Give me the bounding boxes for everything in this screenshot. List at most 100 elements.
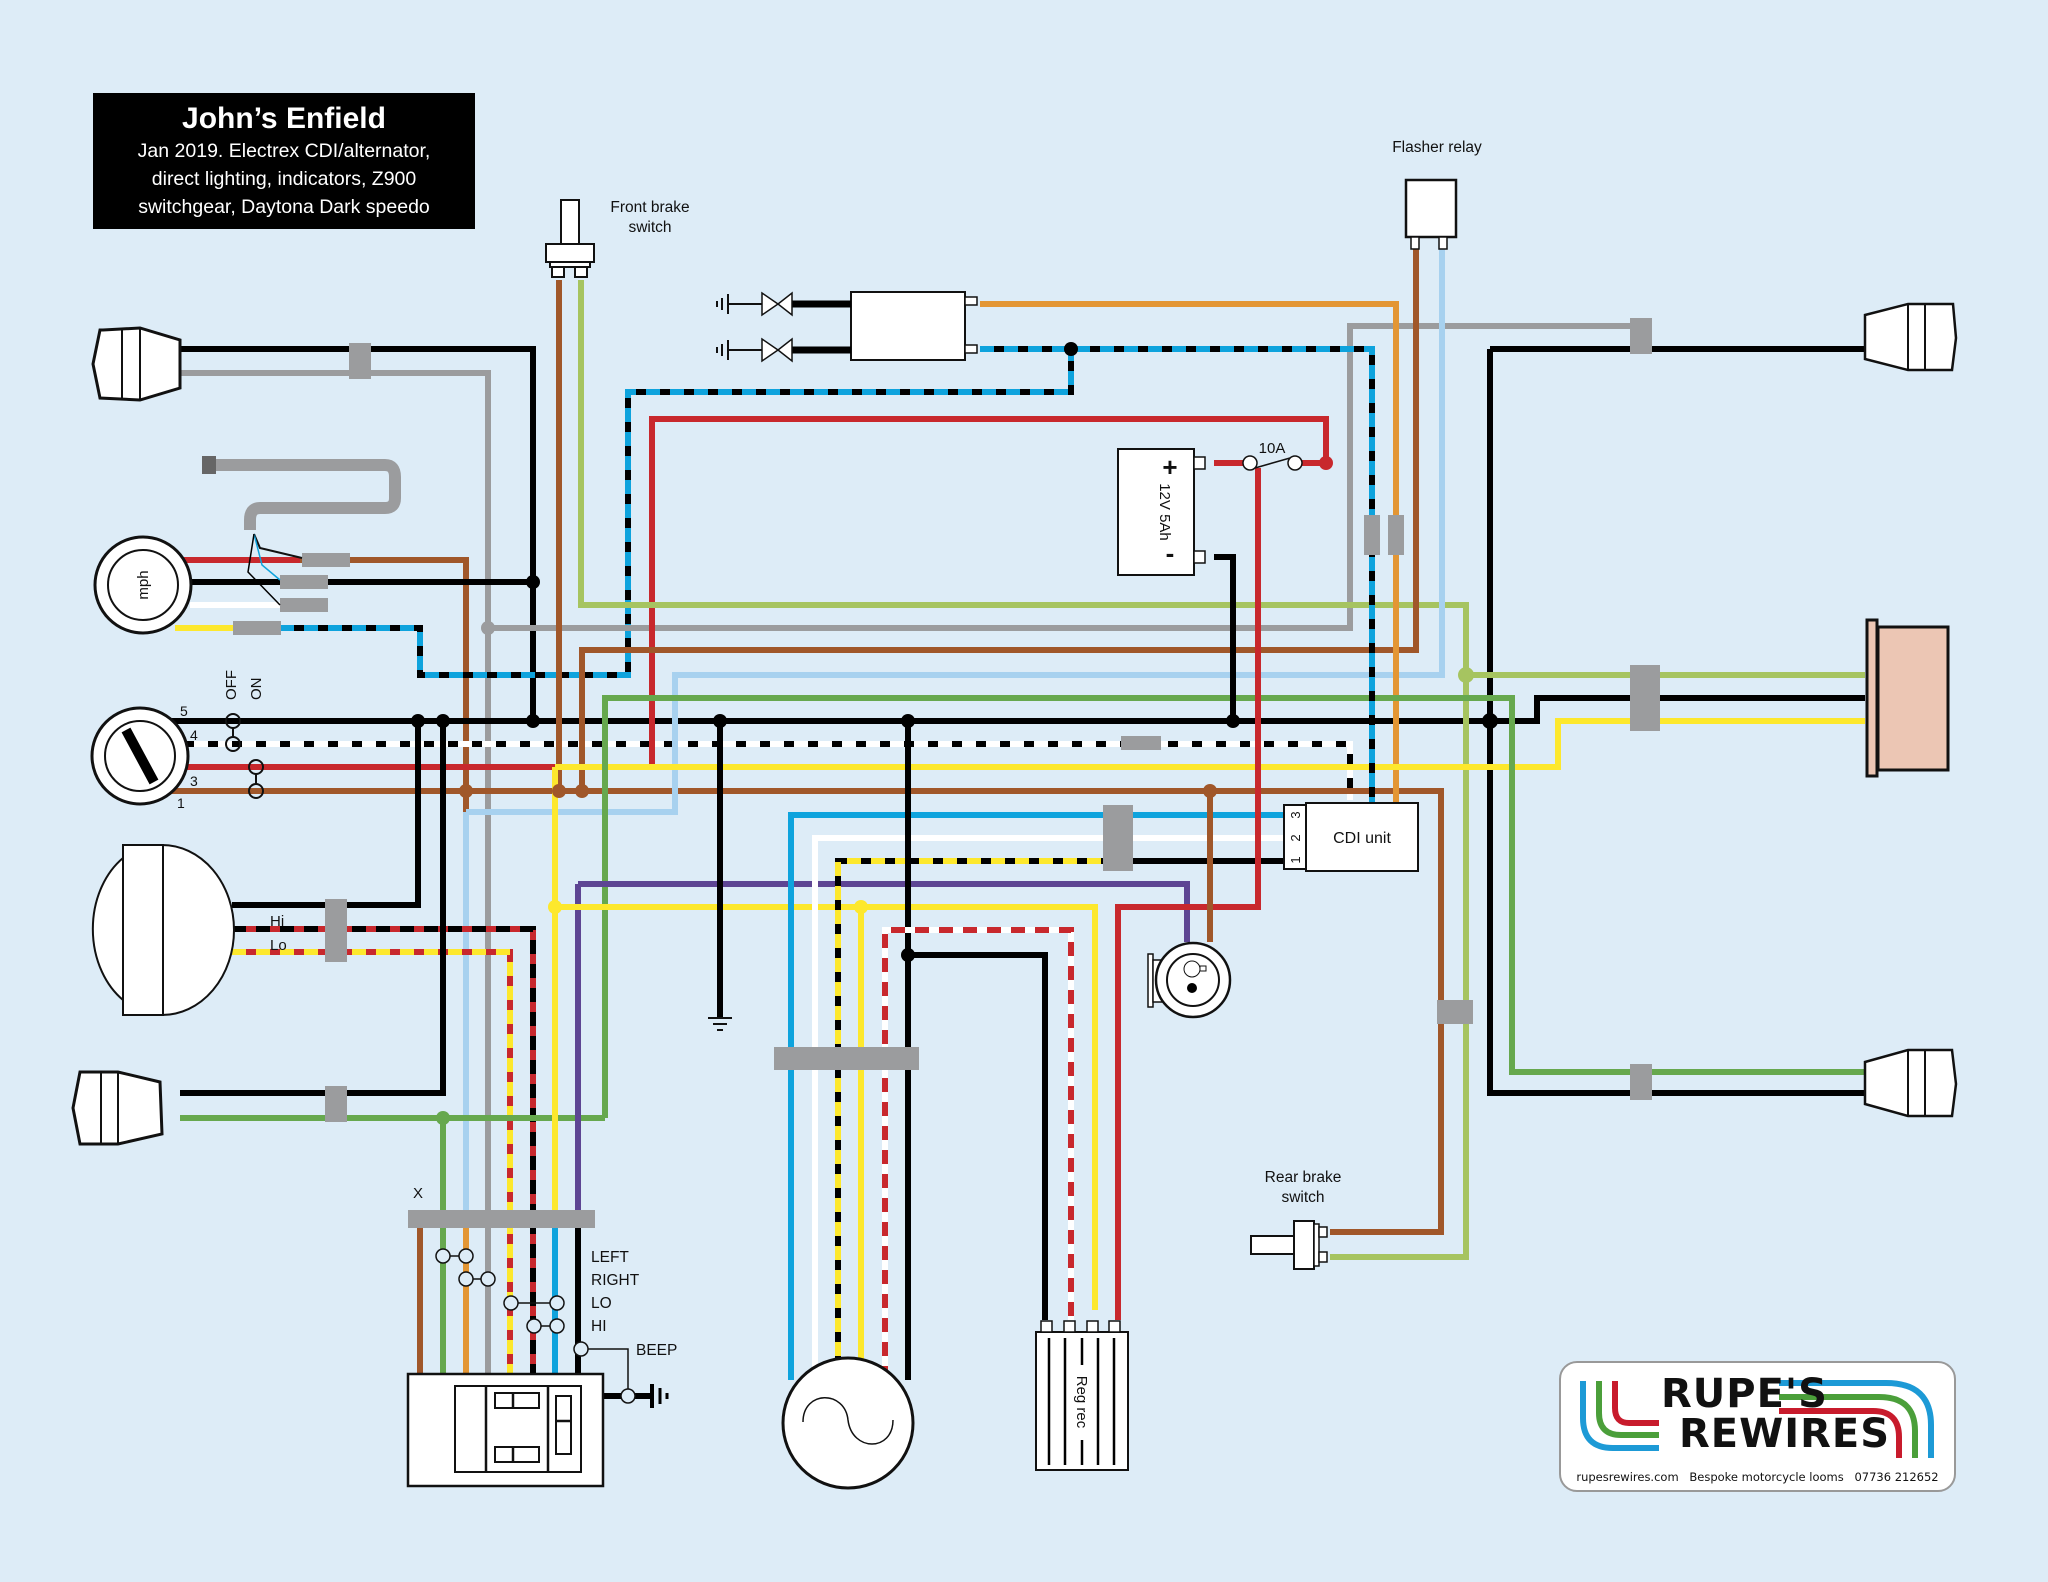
- speedometer: mph: [93, 535, 193, 635]
- wire-red-ignition-3: [170, 416, 1329, 770]
- speedo-label: mph: [135, 570, 152, 599]
- horn: [1147, 941, 1232, 1019]
- flasher-relay: Flasher relay: [1392, 139, 1482, 250]
- regulator-rectifier: Reg rec: [1035, 1320, 1129, 1471]
- connector-block: [280, 575, 328, 589]
- ignition-pin-4: 4: [190, 727, 198, 743]
- rear-brake-switch: Rear brake switch: [1250, 1169, 1341, 1270]
- handlebar-switch: X LEFT RIGHT LO HI BEEP: [406, 1185, 677, 1488]
- wire-purple-horn: [578, 881, 1190, 942]
- alternator: [781, 1356, 915, 1490]
- headlamp: Hi Lo: [91, 843, 287, 1017]
- wire-yellow-reg: [555, 904, 1098, 1310]
- switch-connector-x: [408, 1210, 595, 1228]
- subtitle-line-3: switchgear, Daytona Dark speedo: [138, 196, 430, 218]
- connector-block: [325, 1086, 347, 1122]
- junction-dot: [548, 900, 562, 914]
- connector-block: [1121, 736, 1161, 750]
- wire-green-main: [602, 695, 1865, 1118]
- wire-white-dash-ignition-4: [170, 741, 1353, 800]
- switch-lo-label: LO: [591, 1295, 612, 1312]
- rear-left-indicator: [71, 1070, 164, 1146]
- rupes-rewires-logo: RUPE'S REWIRES rupesrewires.com Bespoke …: [1559, 1361, 1956, 1492]
- junction-dot: [481, 621, 495, 635]
- wire-black-front-left-indicator: [180, 346, 536, 725]
- logo-phone: 07736 212652: [1854, 1470, 1939, 1484]
- front-brake-switch: Front brake switch: [545, 199, 690, 278]
- connector-blocks: [233, 318, 1660, 1228]
- junction-dot: [436, 714, 450, 728]
- wire-grey-main: [488, 323, 1640, 631]
- ignition-pin-3: 3: [190, 773, 198, 789]
- connector-block: [1364, 515, 1380, 555]
- ignition-pin-5: 5: [180, 703, 188, 719]
- switch-hi-label: HI: [591, 1318, 607, 1335]
- spark-plug-icon: [716, 337, 793, 363]
- ignition-pin-1: 1: [177, 795, 185, 811]
- junction-dot: [1203, 784, 1217, 798]
- switch-contacts: [435, 1248, 636, 1404]
- connector-block: [349, 343, 371, 379]
- wire-grey-left-indicator: [180, 370, 491, 1220]
- connector-block: [280, 598, 328, 612]
- junction-dot: [575, 784, 589, 798]
- junction-dot: [901, 948, 915, 962]
- connector-block: [774, 1047, 919, 1070]
- subtitle-line-2: direct lighting, indicators, Z900: [151, 168, 417, 190]
- cdi-unit: CDI unit 3 2 1: [1283, 802, 1419, 872]
- wire-red-yellow-headlamp-lo: [232, 949, 513, 1220]
- cdi-pin-2: 2: [1288, 834, 1303, 841]
- junction-dot: [526, 575, 540, 589]
- logo-website[interactable]: rupesrewires.com: [1576, 1470, 1679, 1484]
- wire-red-regrec: [1115, 468, 1261, 1320]
- wire-black-tail: [1490, 695, 1865, 724]
- connector-block: [1630, 318, 1652, 354]
- title-box: John’s Enfield Jan 2019. Electrex CDI/al…: [93, 93, 475, 229]
- switch-beep-label: BEEP: [636, 1342, 677, 1359]
- junction-dot: [1458, 667, 1474, 683]
- wire-black-rear-left: [180, 721, 446, 1096]
- wire-red-white-alternator: [882, 927, 1074, 1380]
- wire-black-rear-right: [1487, 349, 1865, 1096]
- wire-black-headlamp: [232, 721, 421, 908]
- switch-right-label: RIGHT: [591, 1272, 640, 1289]
- junction-dot: [459, 784, 473, 798]
- wire-yellow-tail: [555, 718, 1865, 770]
- junctions: [411, 342, 1498, 1125]
- junction-dot: [1482, 713, 1498, 729]
- wire-blue-alternator: [788, 812, 1290, 1380]
- battery-label: 12V 5Ah: [1156, 483, 1173, 541]
- junction-dot: [1226, 714, 1240, 728]
- spark-plug-icon: [716, 291, 793, 317]
- battery-minus: -: [1166, 538, 1175, 568]
- connector-block: [302, 553, 350, 567]
- connector-block: [325, 899, 347, 962]
- regrec-label: Reg rec: [1073, 1376, 1090, 1429]
- junction-dot: [1064, 342, 1078, 356]
- cdi-pin-3: 3: [1288, 811, 1303, 818]
- junction-dot: [713, 714, 727, 728]
- subtitle-line-1: Jan 2019. Electrex CDI/alternator,: [137, 140, 431, 162]
- cdi-pin-1: 1: [1288, 856, 1303, 863]
- speedo-cable: [202, 456, 401, 606]
- junction-dot: [526, 714, 540, 728]
- front-brake-label-1: Front brake: [610, 199, 689, 216]
- connector-block: [1388, 515, 1404, 555]
- logo-tagline: Bespoke motorcycle looms: [1689, 1470, 1844, 1484]
- wire-lightgreen-front-brake: [578, 280, 1469, 1260]
- ignition-switch: 5 4 3 1 OFF ON: [90, 670, 265, 811]
- fuse: 10A: [1242, 440, 1303, 471]
- cdi-label: CDI unit: [1333, 830, 1391, 847]
- battery-plus: +: [1162, 452, 1177, 482]
- switch-left-label: LEFT: [591, 1249, 629, 1266]
- wire-black-blue-speedo: [280, 353, 1074, 678]
- wire-black-regrec: [908, 952, 1048, 1320]
- flasher-relay-label: Flasher relay: [1392, 139, 1482, 156]
- wire-orange-coil: [980, 301, 1399, 805]
- junction-dot: [1319, 456, 1333, 470]
- logo-stripes-icon: [1580, 1380, 1934, 1458]
- ignition-on-label: ON: [248, 678, 265, 701]
- logo-line-1: RUPE'S: [1661, 1371, 1828, 1417]
- connector-block: [1630, 1064, 1652, 1100]
